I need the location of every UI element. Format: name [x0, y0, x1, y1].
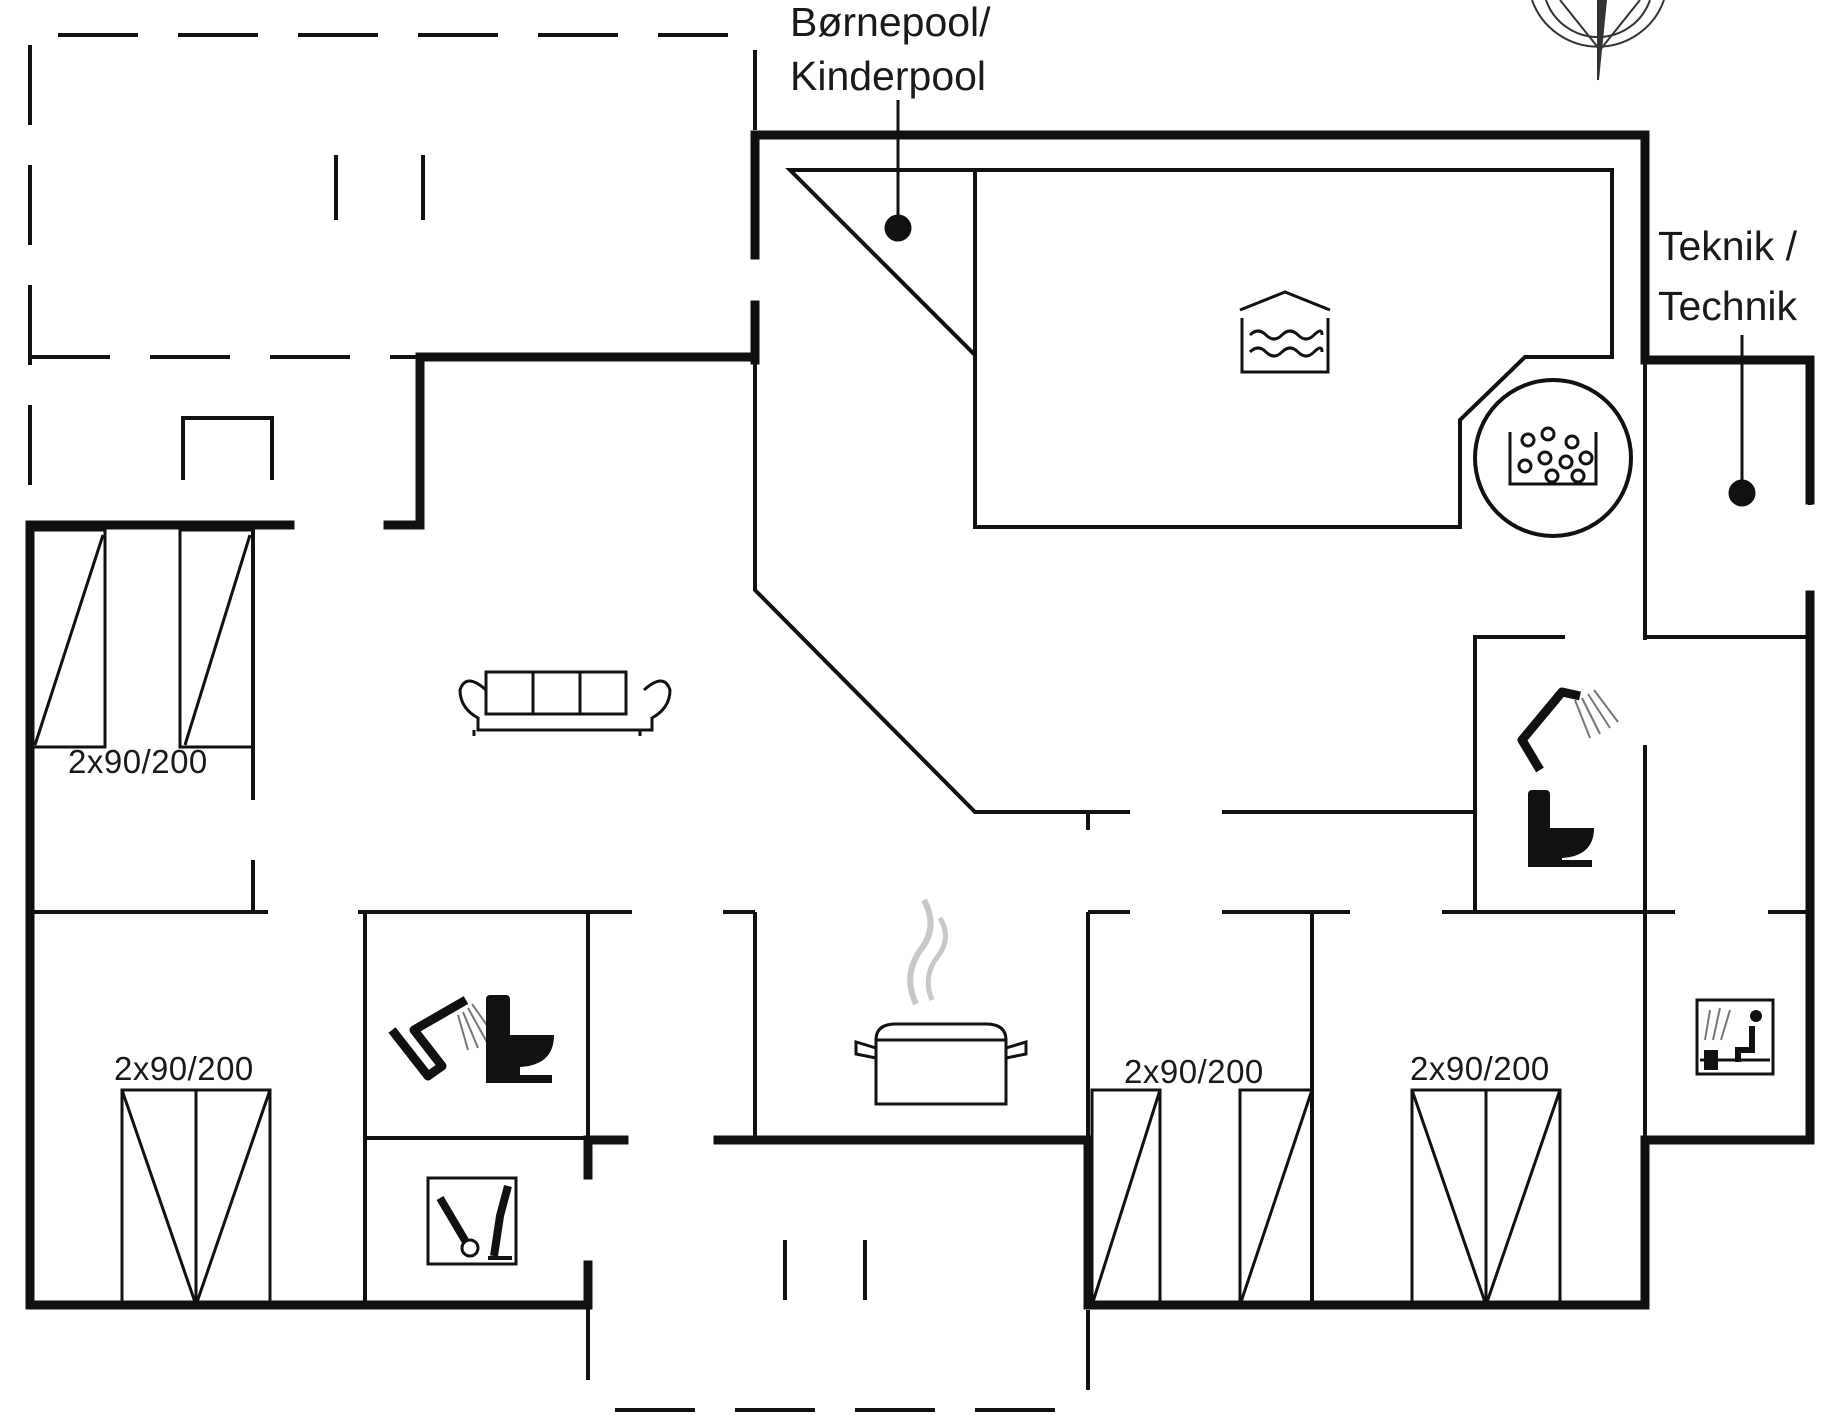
bed-size-label: 2x90/200 — [114, 1050, 254, 1087]
bed-size-label: 2x90/200 — [1410, 1050, 1550, 1087]
kids-pool-leader — [884, 100, 912, 242]
bed — [1090, 1088, 1314, 1307]
pool — [785, 168, 1633, 538]
bed — [120, 1088, 272, 1310]
toilet-icon — [1528, 790, 1594, 867]
pool-icon — [1239, 290, 1331, 374]
sofa-icon — [458, 670, 672, 736]
technik-leader — [1728, 335, 1756, 507]
terrace-posts — [181, 155, 867, 1300]
bed-size-label: 2x90/200 — [1124, 1053, 1264, 1090]
toilet-icon — [486, 995, 554, 1083]
sauna-icon — [1695, 998, 1775, 1076]
cooking-pot-icon — [854, 898, 1028, 1106]
interior-walls — [30, 135, 1812, 1305]
shower-icon — [1517, 687, 1619, 773]
bed — [28, 528, 255, 749]
whirlpool-icon — [1508, 426, 1598, 486]
compass-icon — [1531, 0, 1665, 81]
technik-label: Teknik / — [1658, 223, 1797, 269]
bed-size-label: 2x90/200 — [68, 743, 208, 780]
kids-pool-label: Kinderpool — [790, 53, 987, 99]
kids-pool-label: Børnepool/ — [790, 0, 991, 45]
terrace-outline — [28, 33, 1090, 1415]
bed — [1410, 1088, 1562, 1310]
shower-icon — [388, 996, 497, 1081]
technik-label: Technik — [1658, 283, 1798, 329]
washing-machine-icon — [426, 1176, 518, 1266]
